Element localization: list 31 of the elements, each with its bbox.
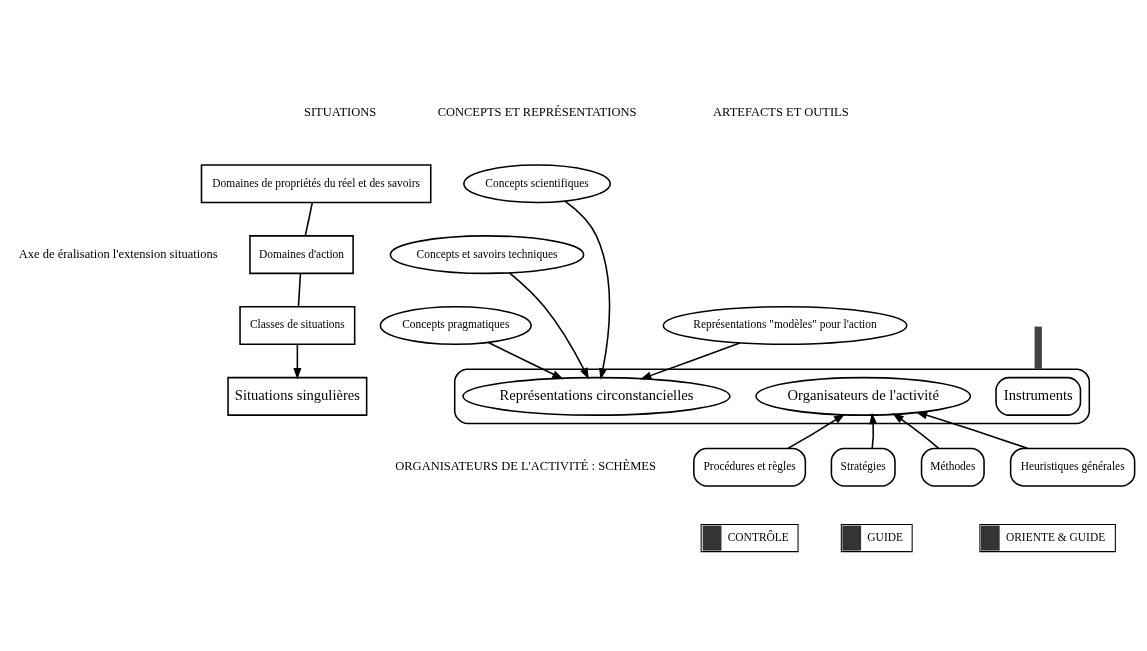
node-box: Procédures et règles — [693, 447, 807, 487]
node-box: Classes de situations — [239, 305, 356, 346]
node-box: Stratégies — [830, 447, 896, 487]
node-ellipse: Concepts pragmatiques — [379, 305, 532, 346]
arrow — [915, 411, 1029, 450]
node-box: Domaines de propriétés du réel et des savoirs — [200, 164, 432, 204]
label: ORGANISATEURS DE L'ACTIVITÉ : SCHÈMES — [395, 459, 656, 474]
label: Axe de éralisation l'extension situations — [18, 246, 218, 261]
node-ellipse: Représentations circonstancielles — [462, 376, 731, 416]
label: CONCEPTS ET REPRÉSENTATIONS — [437, 105, 637, 120]
arrow — [787, 413, 846, 450]
arrow — [508, 272, 589, 380]
arrow — [869, 412, 878, 450]
arrow — [892, 413, 940, 450]
node-ellipse: Concepts scientifiques — [463, 164, 611, 204]
connector — [304, 202, 314, 237]
node-box: Méthodes — [920, 447, 985, 487]
node-box: Domaines d'action — [249, 235, 354, 275]
connector — [297, 272, 302, 308]
node-box: Instruments — [995, 376, 1082, 416]
node-box: Heuristiques générales — [1009, 447, 1136, 487]
node-ellipse: Concepts et savoirs techniques — [389, 235, 585, 275]
arrow — [293, 343, 302, 380]
arrow — [564, 200, 611, 380]
node-ellipse: Représentations "modèles" pour l'action — [662, 305, 908, 346]
node-box: Situations singulières — [227, 376, 368, 416]
label: ARTEFACTS ET OUTILS — [713, 105, 849, 120]
label: SITUATIONS — [303, 105, 377, 120]
arrow — [487, 341, 564, 380]
node-ellipse: Organisateurs de l'activité — [755, 376, 972, 416]
arrow — [640, 342, 741, 380]
